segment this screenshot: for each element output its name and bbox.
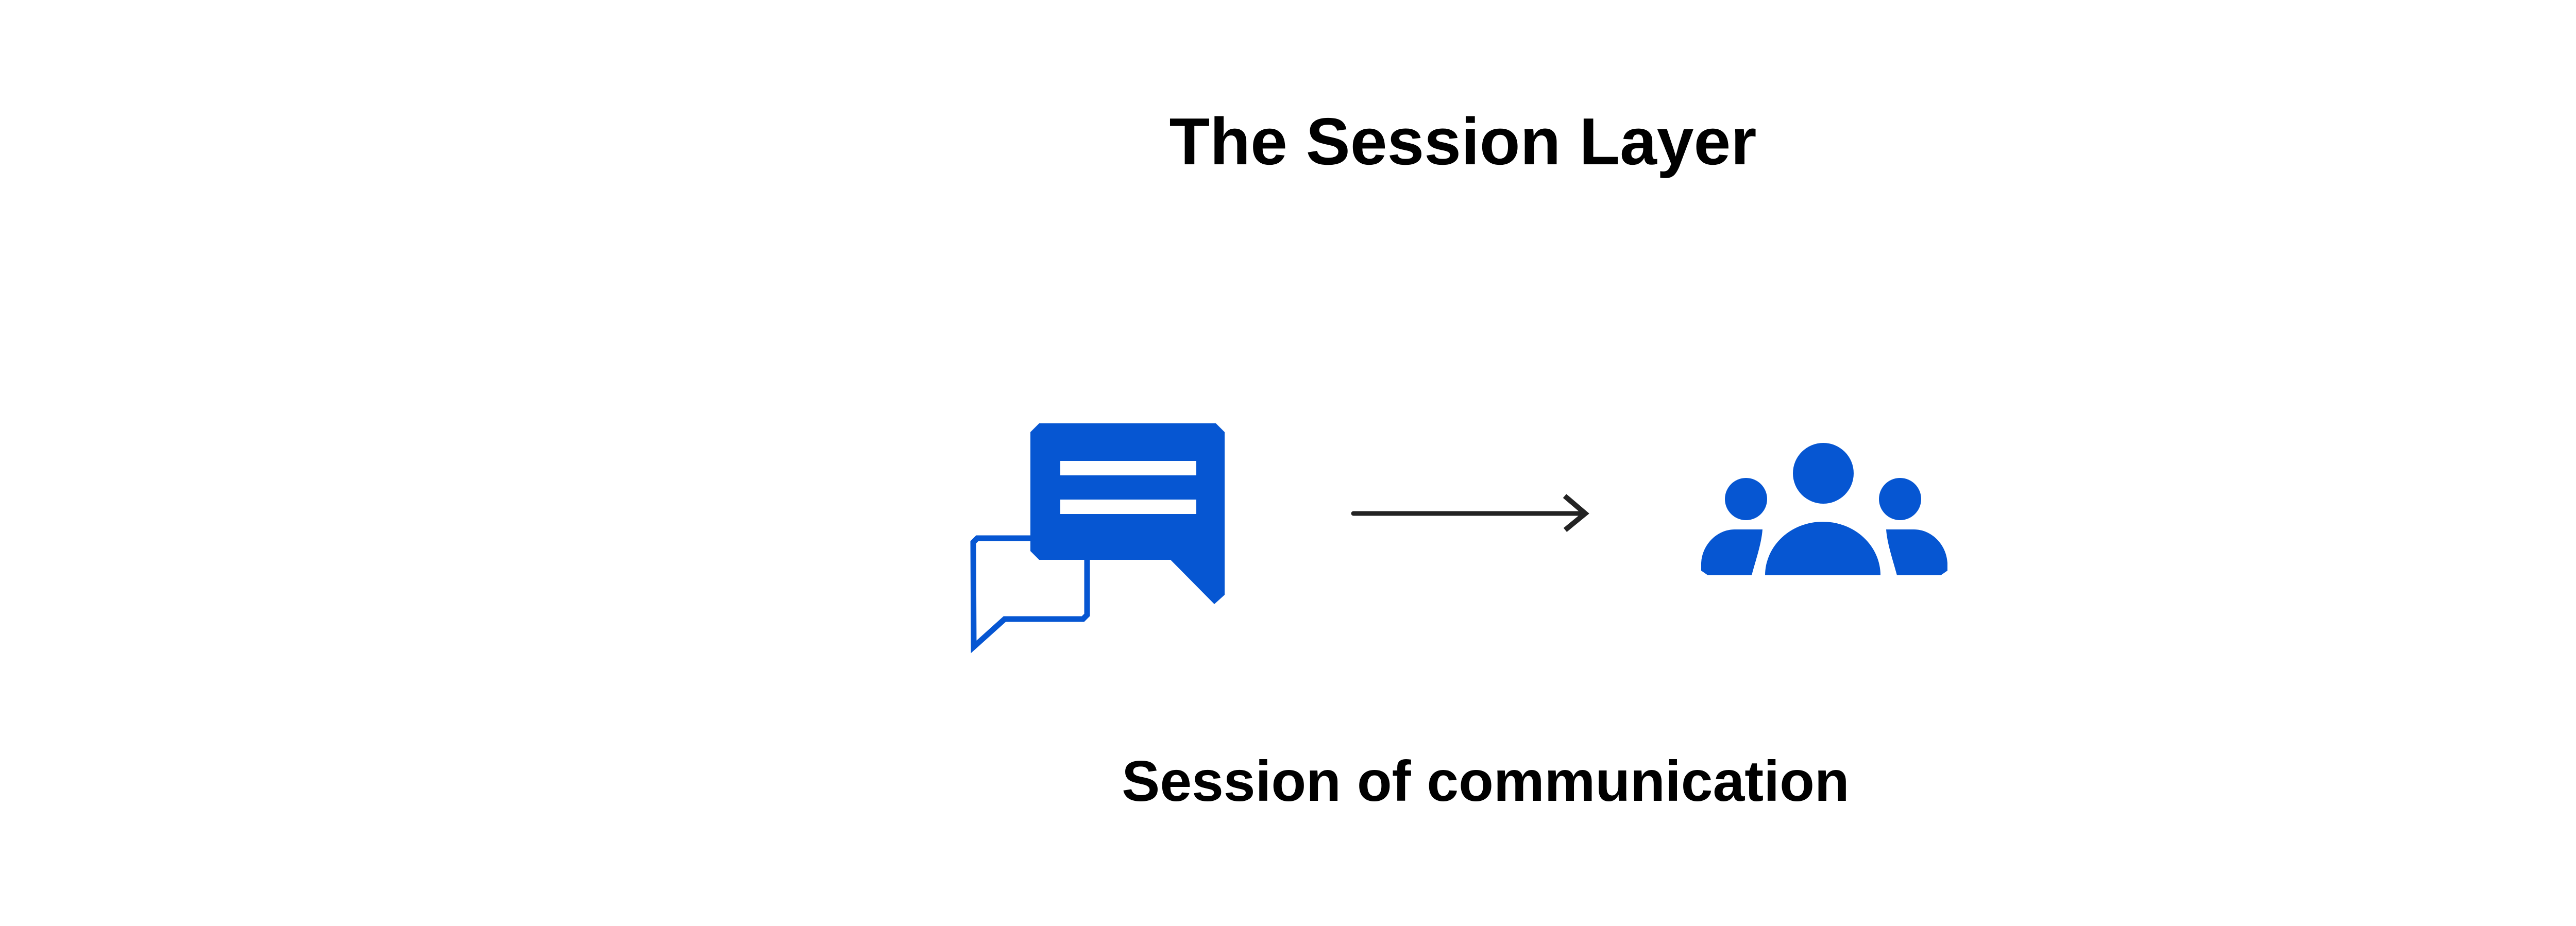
person-body <box>1765 522 1880 575</box>
arrow-right-icon <box>1351 494 1589 532</box>
person-head <box>1879 478 1921 520</box>
message-line <box>1060 500 1196 514</box>
diagram-caption: Session of communication <box>1122 749 1850 813</box>
message-line <box>1060 461 1196 475</box>
arrow-head <box>1563 494 1589 532</box>
person-head <box>1725 478 1767 520</box>
person-head <box>1793 443 1854 504</box>
person-body <box>1886 529 1947 575</box>
chat-messages-icon <box>970 423 1225 654</box>
people-group-icon <box>1701 443 1947 575</box>
page-title: The Session Layer <box>1169 105 1757 179</box>
person-body <box>1701 529 1762 575</box>
chat-bubble-outline <box>970 535 1090 654</box>
